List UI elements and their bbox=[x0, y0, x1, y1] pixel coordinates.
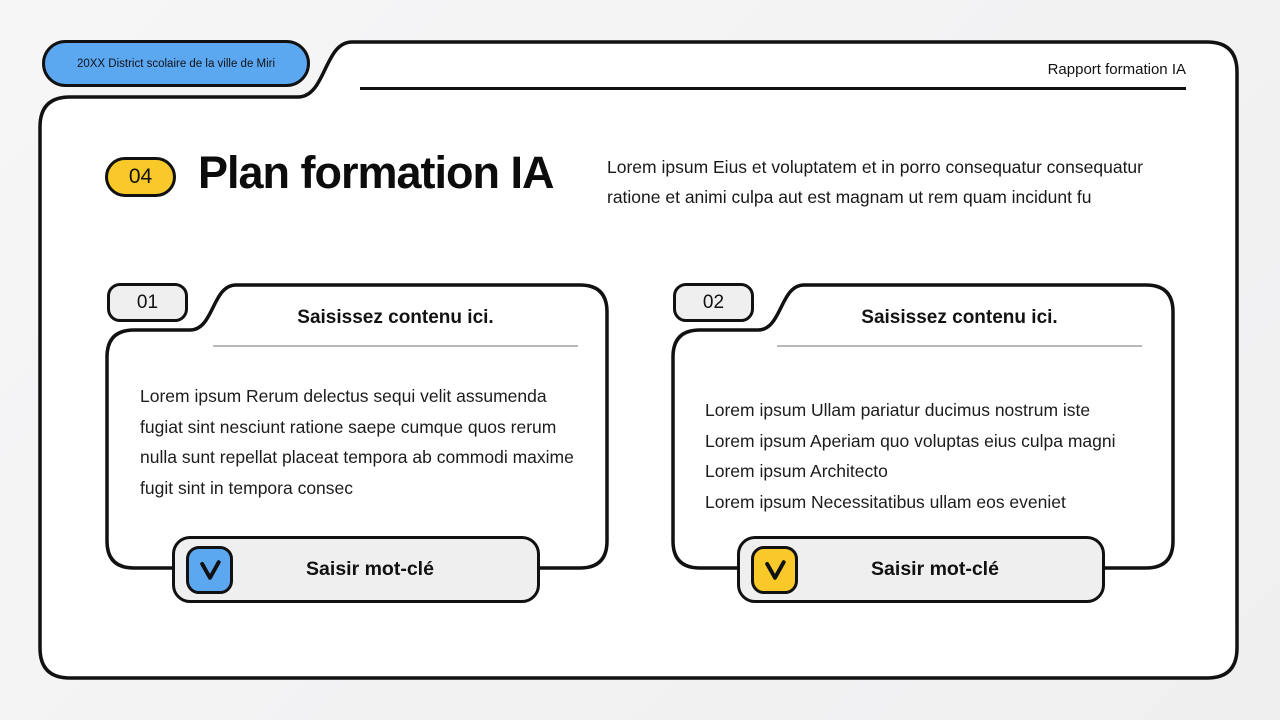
card-01-number-tab: 01 bbox=[107, 283, 188, 322]
card-02-number: 02 bbox=[702, 291, 725, 313]
card-01-body-text: Lorem ipsum Rerum delectus sequi velit a… bbox=[140, 386, 574, 498]
card-01-keyword-label: Saisir mot-clé bbox=[306, 558, 434, 580]
card-01-shape bbox=[105, 283, 609, 570]
card-01-number: 01 bbox=[136, 291, 159, 313]
card-02-list-item: Lorem ipsum Architecto bbox=[705, 461, 888, 481]
card-02-header-divider bbox=[777, 345, 1142, 347]
card-02-body-list: Lorem ipsum Ullam pariatur ducimus nostr… bbox=[705, 395, 1155, 517]
district-badge-label: 20XX District scolaire de la ville de Mi… bbox=[76, 57, 276, 70]
card-02-keyword-button[interactable]: Saisir mot-clé bbox=[737, 536, 1105, 603]
report-title: Rapport formation IA bbox=[1047, 61, 1186, 78]
report-underline bbox=[360, 87, 1186, 90]
card-02-checkbox[interactable] bbox=[751, 545, 798, 594]
section-number-badge: 04 bbox=[105, 157, 176, 197]
card-02-list-item: Lorem ipsum Ullam pariatur ducimus nostr… bbox=[705, 400, 1091, 420]
district-badge: 20XX District scolaire de la ville de Mi… bbox=[42, 40, 310, 87]
card-02-number-tab: 02 bbox=[673, 283, 754, 322]
section-number: 04 bbox=[128, 165, 153, 188]
card-02-keyword-label: Saisir mot-clé bbox=[871, 558, 999, 580]
card-02-shape bbox=[671, 283, 1175, 570]
section-intro-text: Lorem ipsum Eius et voluptatem et in por… bbox=[607, 157, 1143, 207]
check-icon bbox=[764, 559, 786, 580]
card-01-header: Saisissez contenu ici. bbox=[297, 307, 494, 328]
card-02-list-item: Lorem ipsum Aperiam quo voluptas eius cu… bbox=[705, 430, 1116, 451]
card-01-checkbox[interactable] bbox=[186, 545, 233, 594]
card-01-header-divider bbox=[213, 345, 578, 347]
section-title: Plan formation IA bbox=[198, 147, 555, 198]
check-icon bbox=[199, 559, 221, 580]
card-01-keyword-button[interactable]: Saisir mot-clé bbox=[172, 536, 540, 603]
card-02-header: Saisissez contenu ici. bbox=[861, 307, 1058, 328]
card-02-list-item: Lorem ipsum Necessitatibus ullam eos eve… bbox=[705, 491, 1066, 512]
